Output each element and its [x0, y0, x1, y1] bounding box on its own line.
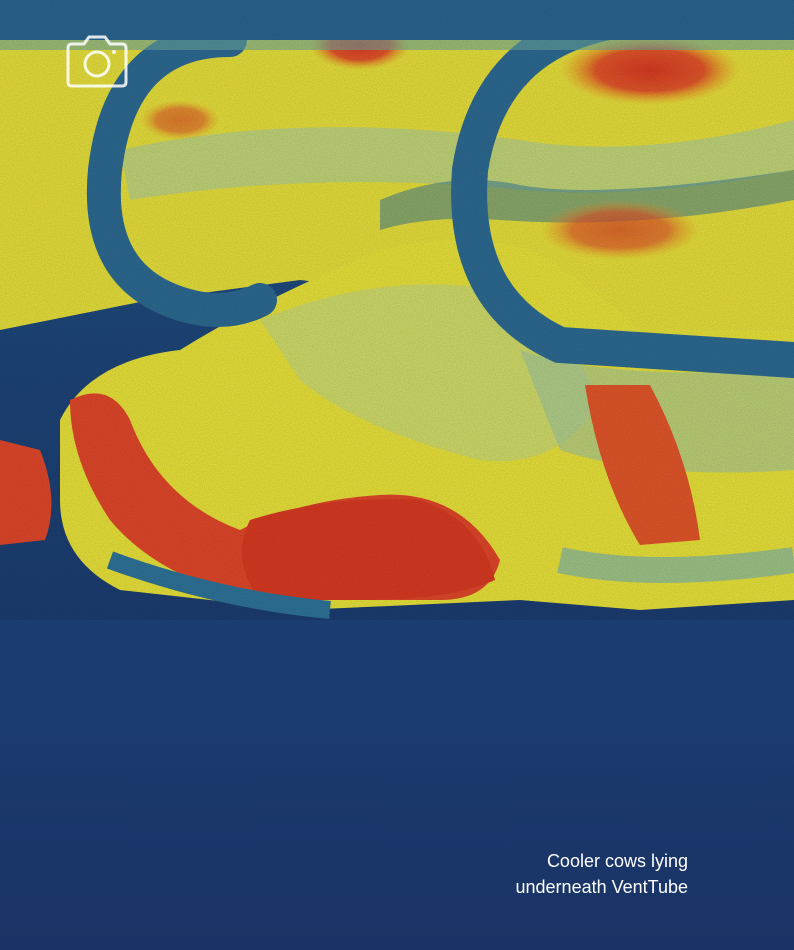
- caption-line-2: underneath VentTube: [515, 877, 688, 897]
- caption-line-1: Cooler cows lying: [546, 851, 688, 871]
- image-caption: Cooler cows lying underneath VentTube: [368, 848, 688, 900]
- camera-icon: [66, 35, 128, 88]
